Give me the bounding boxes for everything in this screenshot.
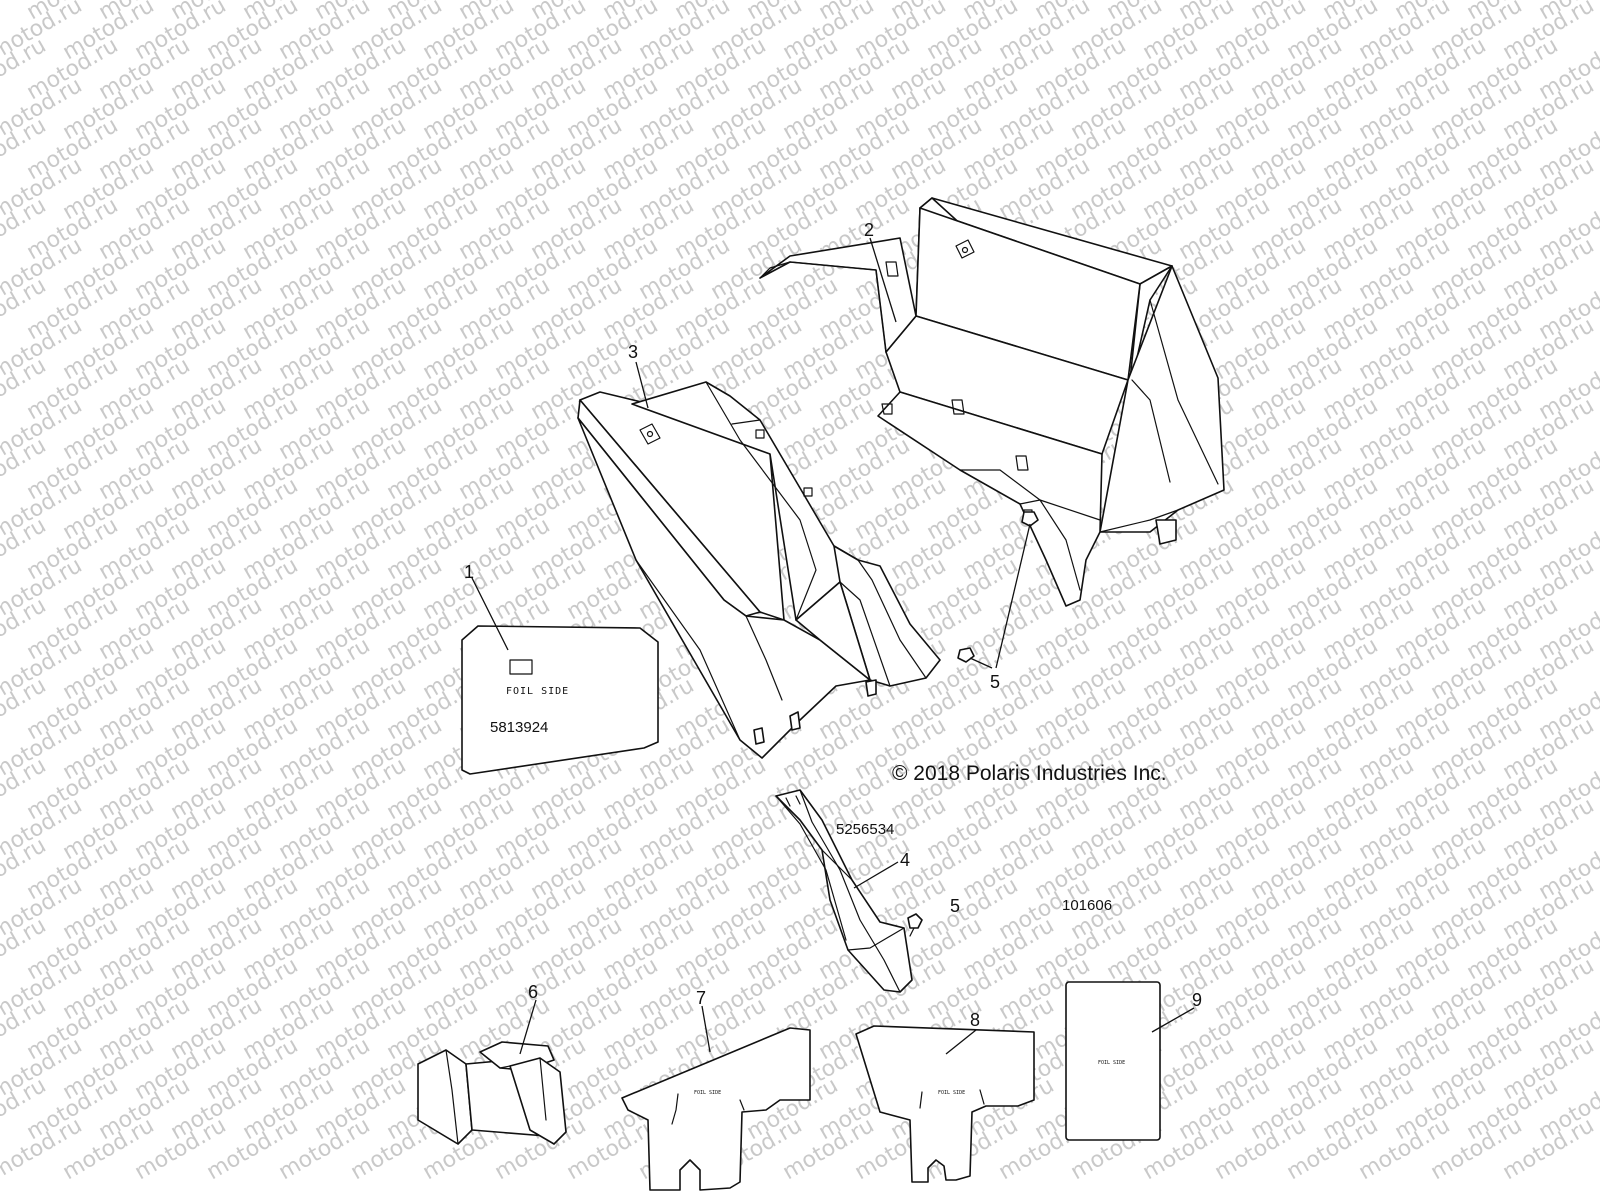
callout-labels: 1 2 3 4 5 5 6 7 8 9 (464, 220, 1202, 1030)
copyright-notice: © 2018 Polaris Industries Inc. (892, 762, 1167, 785)
callout-2: 2 (864, 220, 874, 240)
part-9-foil-sheet: FOIL SIDE (1065, 981, 1161, 1141)
callout-4: 4 (900, 850, 910, 870)
foil-side-label: FOIL SIDE (506, 686, 569, 697)
callout-5-shield: 5 (950, 896, 960, 916)
part-2-cover (759, 197, 1225, 607)
part-6-bracket (417, 1041, 567, 1145)
callout-3: 3 (628, 342, 638, 362)
part-7-insulation-left: FOIL SIDE (621, 1027, 811, 1191)
callout-5-cover: 5 (990, 672, 1000, 692)
leader-lines (471, 237, 1195, 1055)
part-4-heat-shield: 5256534 (775, 789, 913, 993)
part-5-nuts (907, 511, 1039, 937)
callout-9: 9 (1192, 990, 1202, 1010)
part-1-insulation-sheet: FOIL SIDE 5813924 (461, 625, 659, 775)
callout-1: 1 (464, 562, 474, 582)
callout-8: 8 (970, 1010, 980, 1030)
callout-6: 6 (528, 982, 538, 1002)
part-number-heat-shield: 5256534 (836, 821, 894, 838)
foil-label-8: FOIL SIDE (938, 1090, 965, 1096)
part-3-side-panel (577, 381, 941, 759)
callout-7: 7 (696, 988, 706, 1008)
foil-label-7: FOIL SIDE (694, 1090, 721, 1096)
part-number-insulation: 5813924 (490, 719, 548, 736)
figure-number: 101606 (1062, 897, 1112, 914)
part-8-insulation-right: FOIL SIDE (855, 1025, 1035, 1183)
foil-label-9: FOIL SIDE (1098, 1060, 1125, 1066)
